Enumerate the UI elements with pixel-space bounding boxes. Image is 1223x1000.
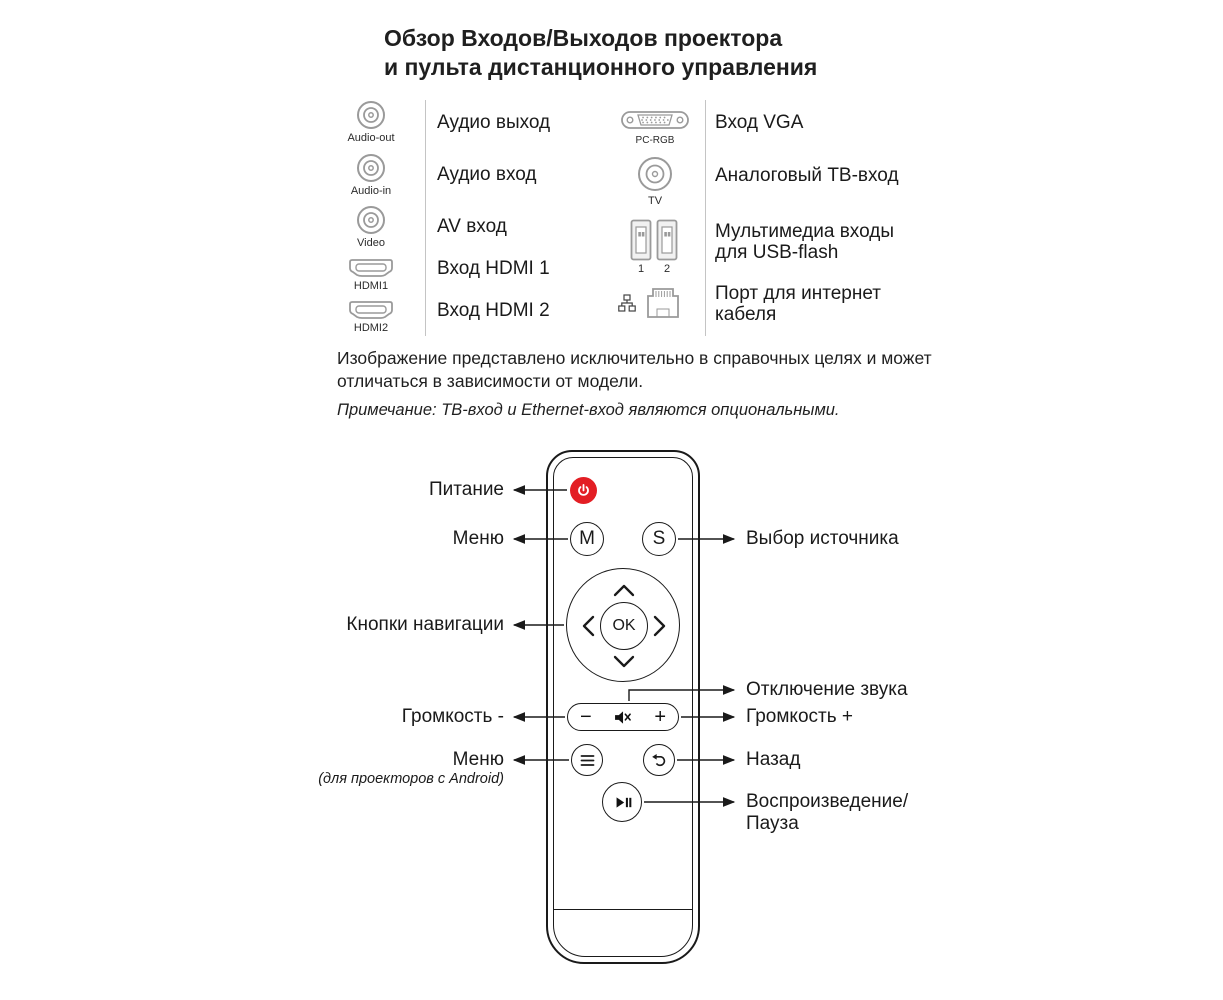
play-pause-label-line2: Пауза	[746, 813, 799, 834]
video-port: Video	[331, 205, 411, 249]
tv-port: TV	[615, 155, 695, 207]
io-desc-audio-out: Аудио выход	[437, 112, 551, 133]
divider-left	[425, 100, 426, 336]
volume-down-label: Громкость -	[401, 706, 504, 727]
port-label: 2	[663, 263, 671, 275]
hdmi-icon	[349, 301, 393, 319]
rca-jack-icon	[357, 101, 385, 129]
back-icon	[652, 754, 666, 767]
play-pause-button	[602, 782, 642, 822]
vga-port: PC-RGB	[615, 107, 695, 147]
android-menu-label: Меню	[452, 749, 504, 770]
io-desc-ethernet-line1: Порт для интернет	[715, 283, 881, 304]
chevron-left-icon	[582, 615, 595, 637]
menu-lines-icon	[580, 754, 594, 766]
note-text: Примечание: ТВ-вход и Ethernet-вход явля…	[337, 401, 840, 419]
io-desc-hdmi1: Вход HDMI 1	[437, 258, 550, 279]
port-label: HDMI1	[353, 280, 389, 292]
back-label: Назад	[746, 749, 801, 770]
play-pause-label-line1: Воспроизведение/	[746, 791, 909, 812]
remote-inner-outline	[553, 457, 693, 957]
ethernet-jack-icon	[647, 288, 679, 318]
ok-button: OK	[600, 602, 648, 650]
chevron-up-icon	[613, 584, 635, 597]
hdmi2-port: HDMI2	[331, 300, 411, 334]
play-pause-icon	[616, 796, 631, 808]
mute-label: Отключение звука	[746, 679, 908, 700]
page-title: Обзор Входов/Выходов проектора и пульта …	[384, 24, 817, 82]
back-button	[643, 744, 675, 776]
io-desc-ethernet-line2: кабеля	[715, 304, 777, 325]
hdmi-icon	[349, 259, 393, 277]
divider-right	[705, 100, 706, 336]
io-desc-usb-line2: для USB-flash	[715, 242, 839, 263]
port-label: 1	[637, 263, 645, 275]
rca-jack-icon	[357, 154, 385, 182]
usb-port-icon	[630, 219, 652, 261]
source-label: Выбор источника	[746, 528, 899, 549]
usb-port-1: 1	[630, 219, 652, 275]
volume-down-button: −	[580, 706, 592, 728]
source-button-label: S	[652, 528, 666, 549]
rca-jack-icon	[357, 206, 385, 234]
ethernet-port	[642, 285, 684, 321]
nav-pad: OK	[566, 568, 680, 682]
page-title-line1: Обзор Входов/Выходов проектора	[384, 25, 783, 51]
menu-label: Меню	[452, 528, 504, 549]
audio-out-port: Audio-out	[331, 100, 411, 144]
menu-button: M	[570, 522, 604, 556]
menu-button-label: M	[579, 528, 595, 549]
nav-chevrons	[582, 584, 666, 668]
power-icon	[578, 484, 589, 496]
volume-bar: − +	[567, 703, 679, 731]
port-label: PC-RGB	[635, 135, 675, 146]
disclaimer-text: Изображение представлено исключительно в…	[337, 348, 932, 391]
power-label: Питание	[429, 479, 504, 500]
port-label: Audio-in	[350, 185, 392, 197]
io-desc-vga: Вход VGA	[715, 112, 804, 133]
port-label: Audio-out	[347, 132, 395, 144]
android-menu-sublabel: (для проекторов с Android)	[318, 771, 504, 787]
io-desc-usb-line1: Мультимедиа входы	[715, 221, 894, 242]
network-icon	[618, 294, 636, 312]
volume-up-label: Громкость +	[746, 706, 853, 727]
port-label: Video	[357, 237, 385, 249]
usb-port-icon	[656, 219, 678, 261]
io-desc-av: AV вход	[437, 216, 507, 237]
hdmi1-port: HDMI1	[331, 258, 411, 292]
battery-cover-line	[554, 909, 692, 910]
ethernet-network-glyph	[618, 294, 636, 312]
power-button	[570, 477, 597, 504]
android-menu-button	[571, 744, 603, 776]
nav-label: Кнопки навигации	[346, 614, 504, 635]
audio-in-port: Audio-in	[331, 153, 411, 197]
page-title-line2: и пульта дистанционного управления	[384, 54, 818, 80]
ok-button-label: OK	[612, 617, 636, 634]
io-desc-hdmi2: Вход HDMI 2	[437, 300, 550, 321]
chevron-down-icon	[613, 655, 635, 668]
usb-port-2: 2	[656, 219, 678, 275]
io-desc-audio-in: Аудио вход	[437, 164, 537, 185]
mute-icon	[614, 710, 631, 724]
volume-up-button: +	[654, 706, 666, 728]
chevron-right-icon	[653, 615, 666, 637]
tv-jack-icon	[638, 157, 672, 191]
vga-icon	[621, 111, 689, 129]
port-label: TV	[647, 195, 663, 207]
source-button: S	[642, 522, 676, 556]
port-label: HDMI2	[353, 322, 389, 334]
io-desc-tv: Аналоговый ТВ-вход	[715, 165, 899, 186]
